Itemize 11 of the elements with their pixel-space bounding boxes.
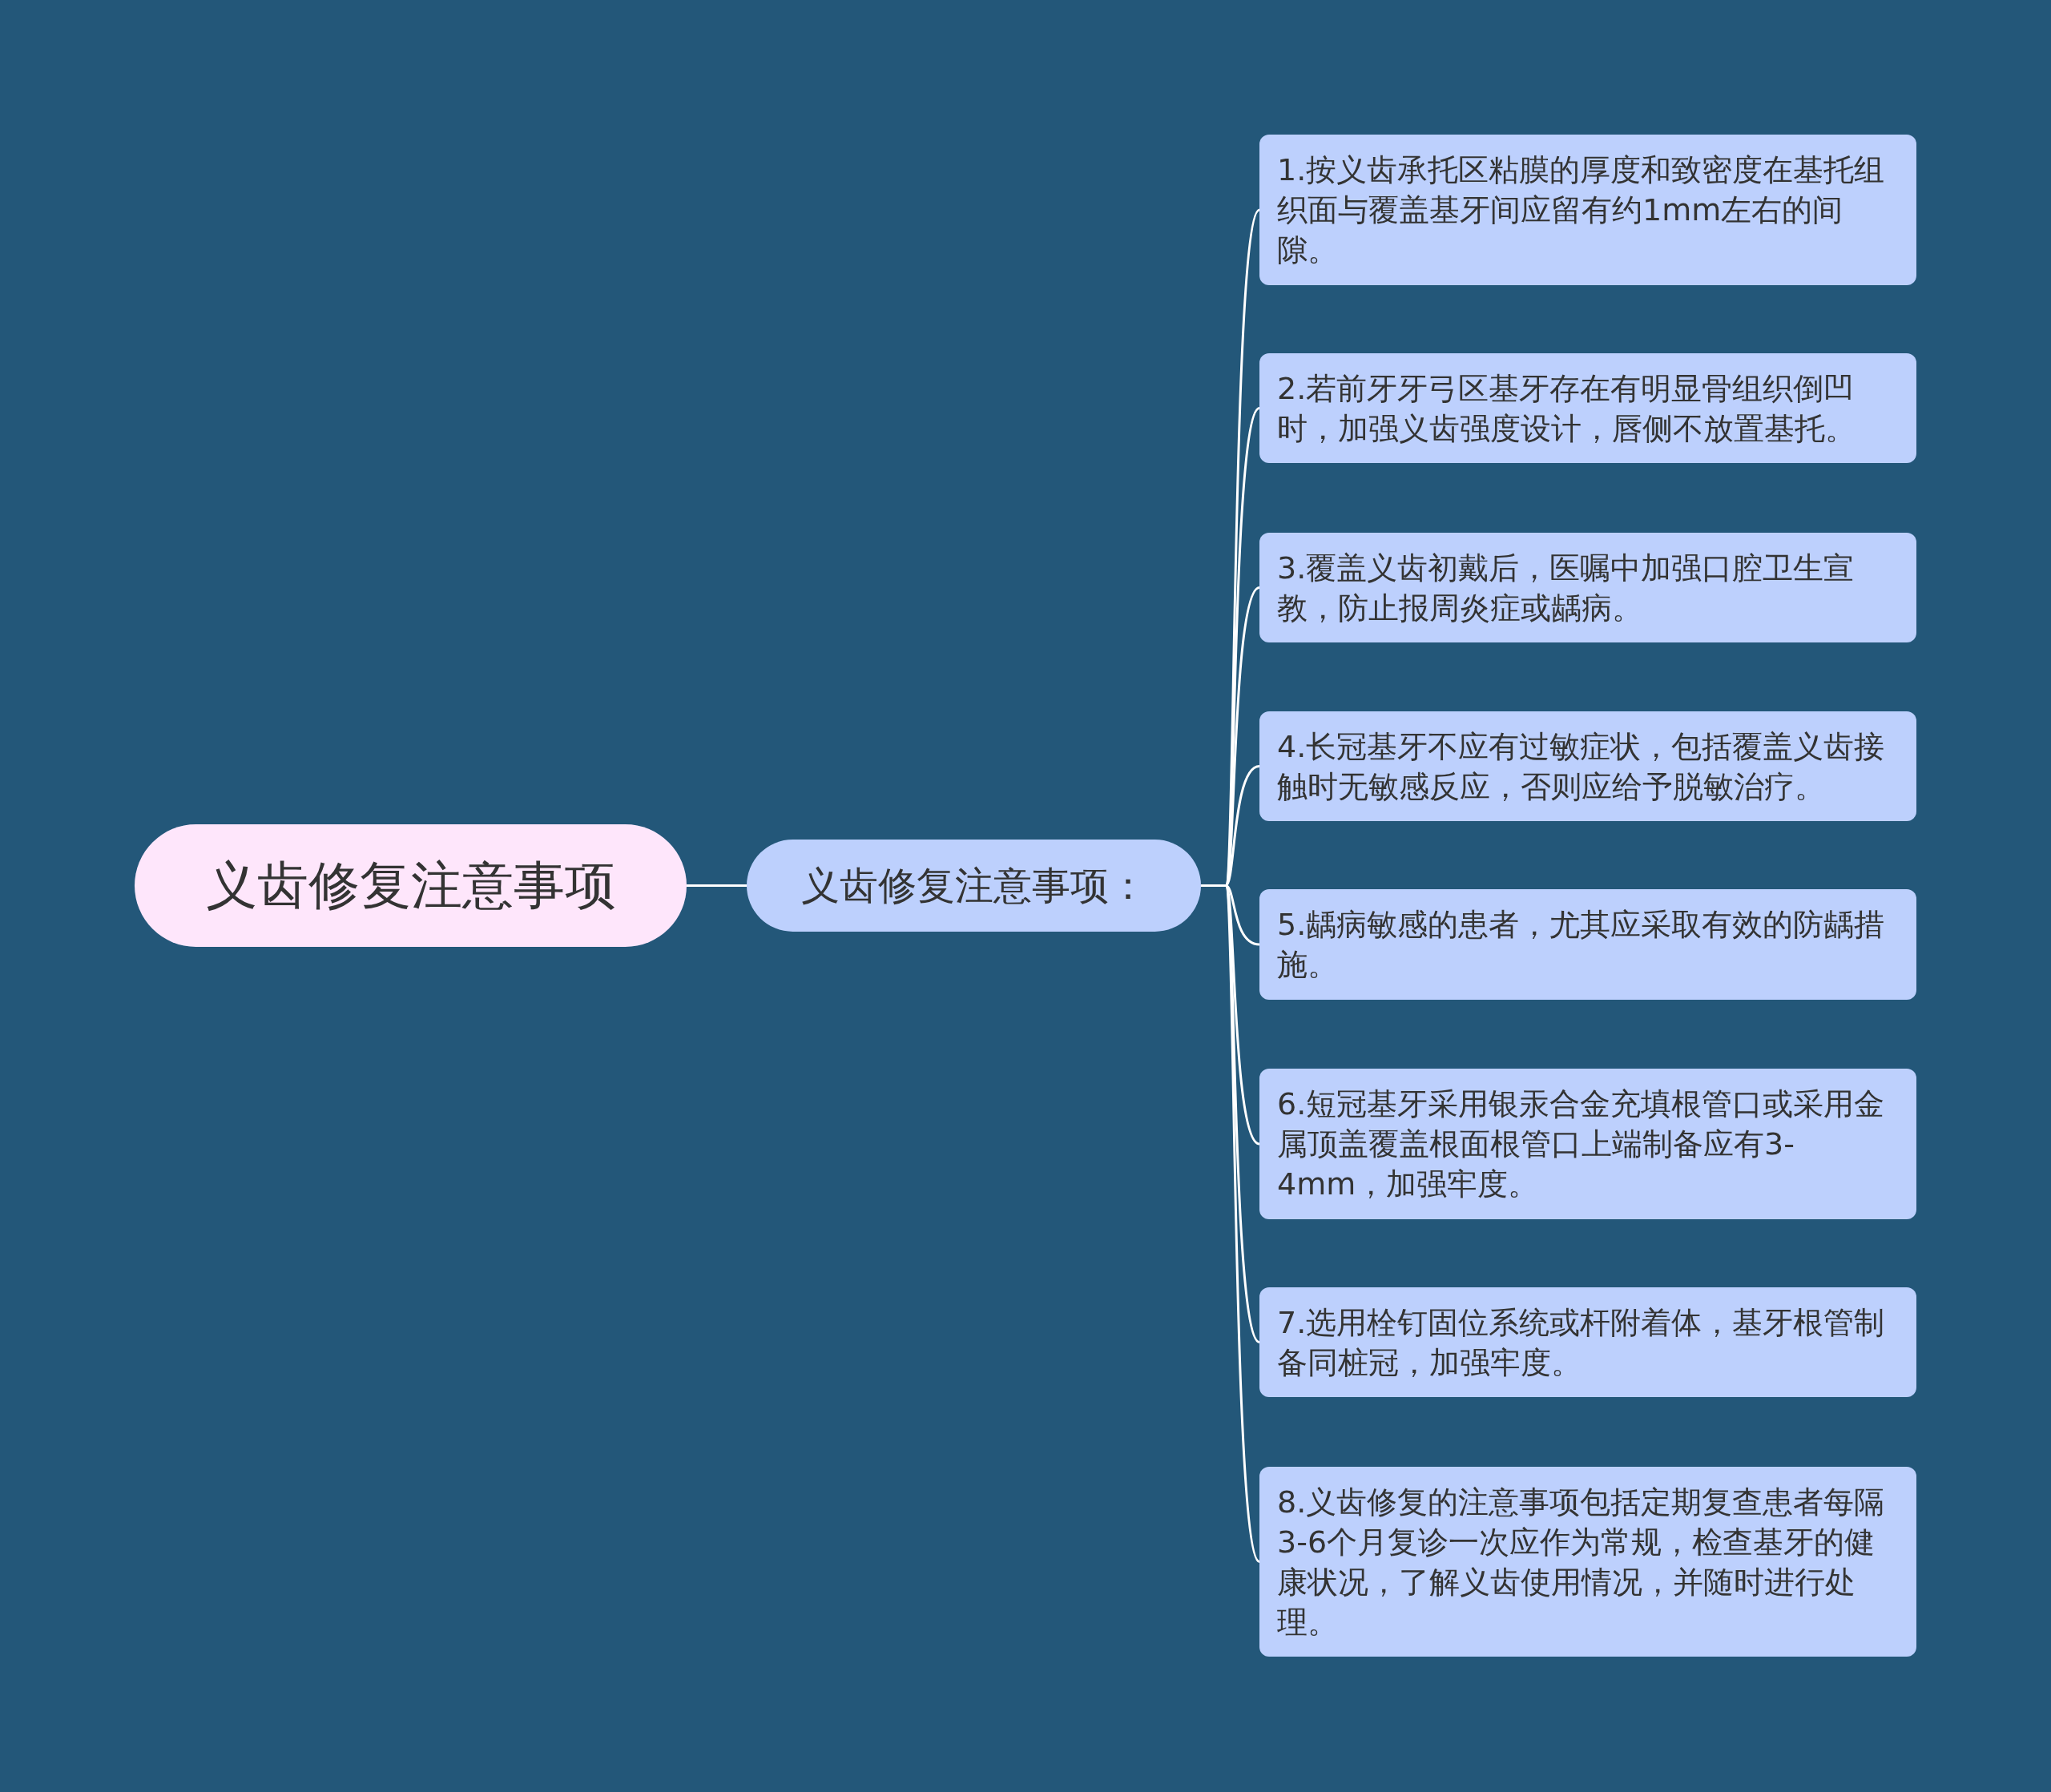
note-box: 5.龋病敏感的患者，尤其应采取有效的防龋措施。 (1259, 889, 1916, 1000)
note-box: 2.若前牙牙弓区基牙存在有明显骨组织倒凹时，加强义齿强度设计，唇侧不放置基托。 (1259, 353, 1916, 463)
topic-box: 义齿修复注意事项： (747, 840, 1201, 932)
connector-line (687, 884, 747, 887)
note-box: 8.义齿修复的注意事项包括定期复查患者每隔3-6个月复诊一次应作为常规，检查基牙的健康状况，了解义齿使用情况，并随时进行处理。 (1259, 1467, 1916, 1657)
note-box: 1.按义齿承托区粘膜的厚度和致密度在基托组织面与覆盖基牙间应留有约1mm左右的间隙。 (1259, 135, 1916, 285)
note-box: 7.选用栓钉固位系统或杆附着体，基牙根管制备同桩冠，加强牢度。 (1259, 1287, 1916, 1397)
note-box: 4.长冠基牙不应有过敏症状，包括覆盖义齿接触时无敏感反应，否则应给予脱敏治疗。 (1259, 711, 1916, 821)
note-box: 3.覆盖义齿初戴后，医嘱中加强口腔卫生宣教，防止报周炎症或龋病。 (1259, 533, 1916, 642)
note-box: 6.短冠基牙采用银汞合金充填根管口或采用金属顶盖覆盖根面根管口上端制备应有3-4mm，加强牢度。 (1259, 1069, 1916, 1219)
central-topic: 义齿修复注意事项 (135, 824, 687, 947)
